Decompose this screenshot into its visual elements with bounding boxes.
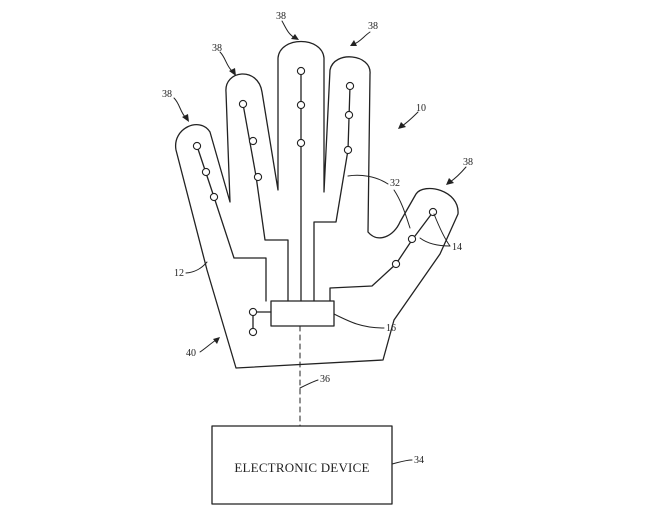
sensor-node — [193, 142, 200, 149]
leader-lines — [186, 175, 450, 464]
sensor-node — [392, 260, 399, 267]
ref-36: 36 — [320, 374, 330, 385]
arrowhead-38-e — [446, 178, 454, 185]
ref-38-d: 38 — [368, 21, 378, 32]
sensor-node — [344, 146, 351, 153]
leader-34 — [392, 460, 412, 464]
arrow-10 — [402, 112, 418, 126]
sensor-node — [249, 137, 256, 144]
arrow-38-e — [450, 167, 466, 182]
control-module — [271, 301, 334, 326]
electronic-device-label: ELECTRONIC DEVICE — [234, 460, 369, 475]
arrowhead-38-c — [291, 34, 299, 40]
sensor-node — [429, 208, 436, 215]
trace-ring — [314, 86, 350, 301]
leader-12 — [186, 262, 207, 273]
arrow-38-b — [220, 52, 233, 72]
sensor-node — [297, 67, 304, 74]
sensor-node — [254, 173, 261, 180]
ref-38-c: 38 — [276, 11, 286, 22]
arrow-40 — [200, 340, 216, 352]
arrow-38-a — [174, 98, 186, 118]
trace-pinky — [330, 212, 433, 301]
sensor-node — [210, 193, 217, 200]
conductive-traces — [197, 70, 433, 332]
sensor-node — [297, 101, 304, 108]
reference-arrows — [174, 21, 466, 352]
leader-36 — [300, 380, 318, 388]
sensor-node — [239, 100, 246, 107]
ref-34: 34 — [414, 455, 424, 466]
glove-outline — [176, 42, 458, 369]
reference-numerals: 38 38 38 38 38 10 32 14 12 16 40 36 34 — [162, 11, 473, 466]
ref-32: 32 — [390, 178, 400, 189]
arrowhead-10 — [398, 122, 406, 129]
ref-40: 40 — [186, 348, 196, 359]
sensor-node — [202, 168, 209, 175]
sensor-node — [346, 82, 353, 89]
arrow-38-c — [282, 21, 295, 38]
sensor-node — [249, 308, 256, 315]
arrowhead-40 — [213, 337, 220, 344]
ref-38-a: 38 — [162, 89, 172, 100]
ref-16: 16 — [386, 323, 396, 334]
ref-38-b: 38 — [212, 43, 222, 54]
leader-14-b — [434, 214, 450, 246]
sensor-node — [297, 139, 304, 146]
sensor-node — [249, 328, 256, 335]
sensor-node — [345, 111, 352, 118]
sensor-node — [408, 235, 415, 242]
ref-10: 10 — [416, 103, 426, 114]
ref-12: 12 — [174, 268, 184, 279]
ref-14: 14 — [452, 242, 462, 253]
arrowhead-38-a — [182, 114, 189, 122]
ref-38-e: 38 — [463, 157, 473, 168]
arrow-38-d — [354, 32, 370, 44]
leader-16 — [334, 314, 384, 328]
